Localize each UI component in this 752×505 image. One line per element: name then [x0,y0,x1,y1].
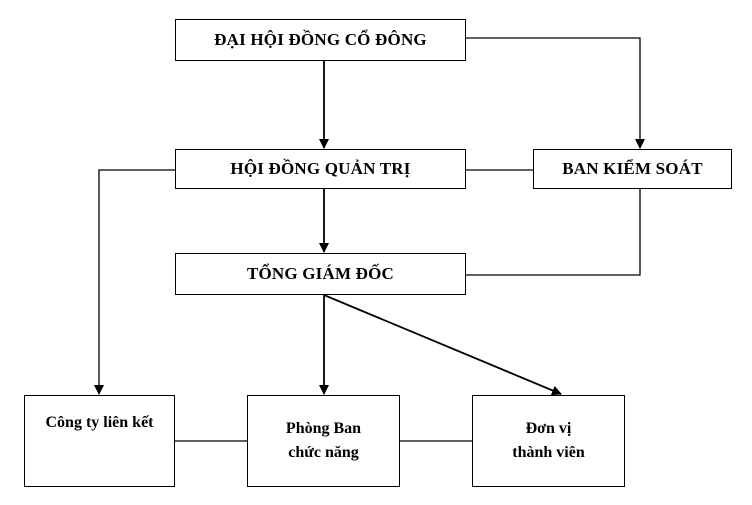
node-ban-kiem-soat: BAN KIỂM SOÁT [533,149,732,189]
node-label-group: Đơn vị thành viên [512,417,584,465]
node-don-vi-thanh-vien: Đơn vị thành viên [472,395,625,487]
node-label-line-2: chức năng [288,444,359,461]
connector-bks-tgd [466,189,641,276]
node-label-line-1: Phòng Ban [285,420,362,437]
connector-hdqt-ctlk [94,169,175,395]
node-phong-ban-chuc-nang: Phòng Ban chức năng [247,395,400,487]
node-hoi-dong-quan-tri: HỘI ĐỒNG QUẢN TRỊ [175,149,466,189]
node-label: HỘI ĐỒNG QUẢN TRỊ [230,159,411,178]
node-tong-giam-doc: TỔNG GIÁM ĐỐC [175,253,466,295]
node-label-line-2: thành viên [512,444,585,461]
node-label: TỔNG GIÁM ĐỐC [246,264,395,283]
node-dai-hoi-dong-co-dong: ĐẠI HỘI ĐỒNG CỔ ĐÔNG [175,19,466,61]
node-label-group: Phòng Ban chức năng [286,417,361,465]
node-label-line-1: Đơn vị [525,420,572,437]
connector-tgd-donvi [323,294,562,396]
connector-dhdcd-bks [466,37,645,149]
node-label: ĐẠI HỘI ĐỒNG CỔ ĐÔNG [214,30,427,49]
node-cong-ty-lien-ket: Công ty liên kết [24,395,175,487]
node-label: BAN KIỂM SOÁT [562,159,703,178]
node-label: Công ty liên kết [45,414,154,431]
